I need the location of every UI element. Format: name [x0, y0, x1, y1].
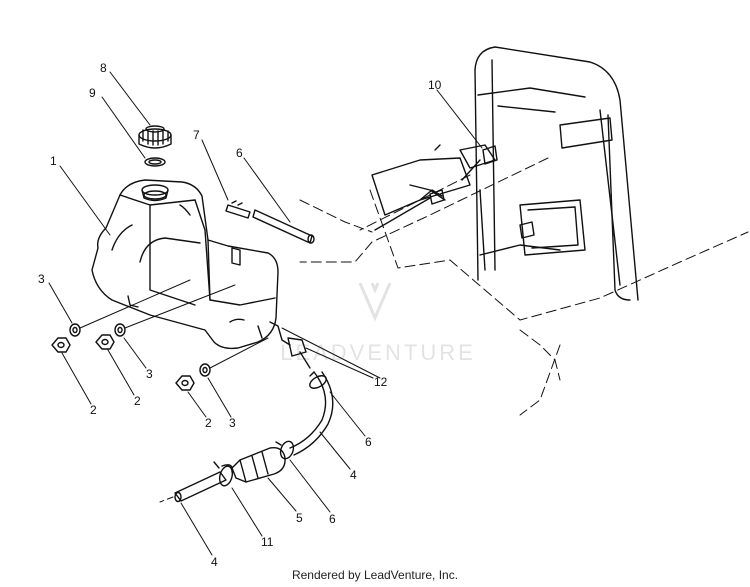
- fuel-valve: [269, 321, 381, 379]
- callout-2: 2: [205, 416, 212, 430]
- vehicle-frame: [371, 46, 639, 301]
- callout-5: 5: [296, 511, 303, 525]
- callout-1: 1: [50, 154, 57, 168]
- callout-11: 10: [428, 78, 442, 92]
- filler-neck: [141, 184, 169, 202]
- fuel-line: [289, 371, 334, 456]
- callout-4: 4: [211, 555, 218, 569]
- callout-2: 2: [90, 403, 97, 417]
- callout-6: 6: [329, 512, 336, 526]
- callout-2: 2: [134, 394, 141, 408]
- hose-clamp: [213, 461, 234, 487]
- washer: [199, 363, 211, 377]
- fuel-line-lower: [159, 471, 227, 503]
- watermark-text: LEADVENTURE: [280, 340, 476, 365]
- nut: [95, 334, 115, 350]
- callout-10: 9: [89, 86, 96, 100]
- vent-hose: [252, 209, 315, 244]
- leader-lines: [48, 71, 483, 556]
- footer-credit: Rendered by LeadVenture, Inc.: [291, 568, 459, 582]
- callout-3: 3: [146, 367, 153, 381]
- mount-rod: [374, 145, 535, 239]
- nut: [175, 375, 195, 391]
- callout-12: 12: [374, 375, 388, 389]
- fuel-tank: [91, 179, 279, 350]
- callout-4: 4: [350, 468, 357, 482]
- fuel-filter: [221, 447, 286, 483]
- callout-3: 3: [229, 416, 236, 430]
- washer: [69, 323, 81, 337]
- callout-7: 6: [236, 146, 243, 160]
- hose-clamp: [309, 371, 327, 389]
- callout-3: 3: [38, 272, 45, 286]
- vent-fitting: [225, 200, 251, 219]
- washer: [114, 323, 126, 337]
- cap-gasket: [144, 157, 166, 167]
- fuel-cap: [138, 125, 172, 149]
- bolt-lines: [79, 279, 269, 369]
- hose-clamp: [275, 440, 295, 460]
- watermark: LEADVENTURE: [280, 282, 476, 365]
- nut: [51, 337, 71, 353]
- callout-6: 6: [365, 435, 372, 449]
- frame-dashed-lines: [299, 157, 749, 416]
- callout-6: 11: [261, 535, 274, 549]
- callout-labels: 8 9 1 7 6 10 3 2 2 3 2 3 12 6 4 5 6 11 4: [38, 61, 442, 569]
- callout-9: 8: [100, 61, 107, 75]
- callout-8: 7: [193, 128, 200, 142]
